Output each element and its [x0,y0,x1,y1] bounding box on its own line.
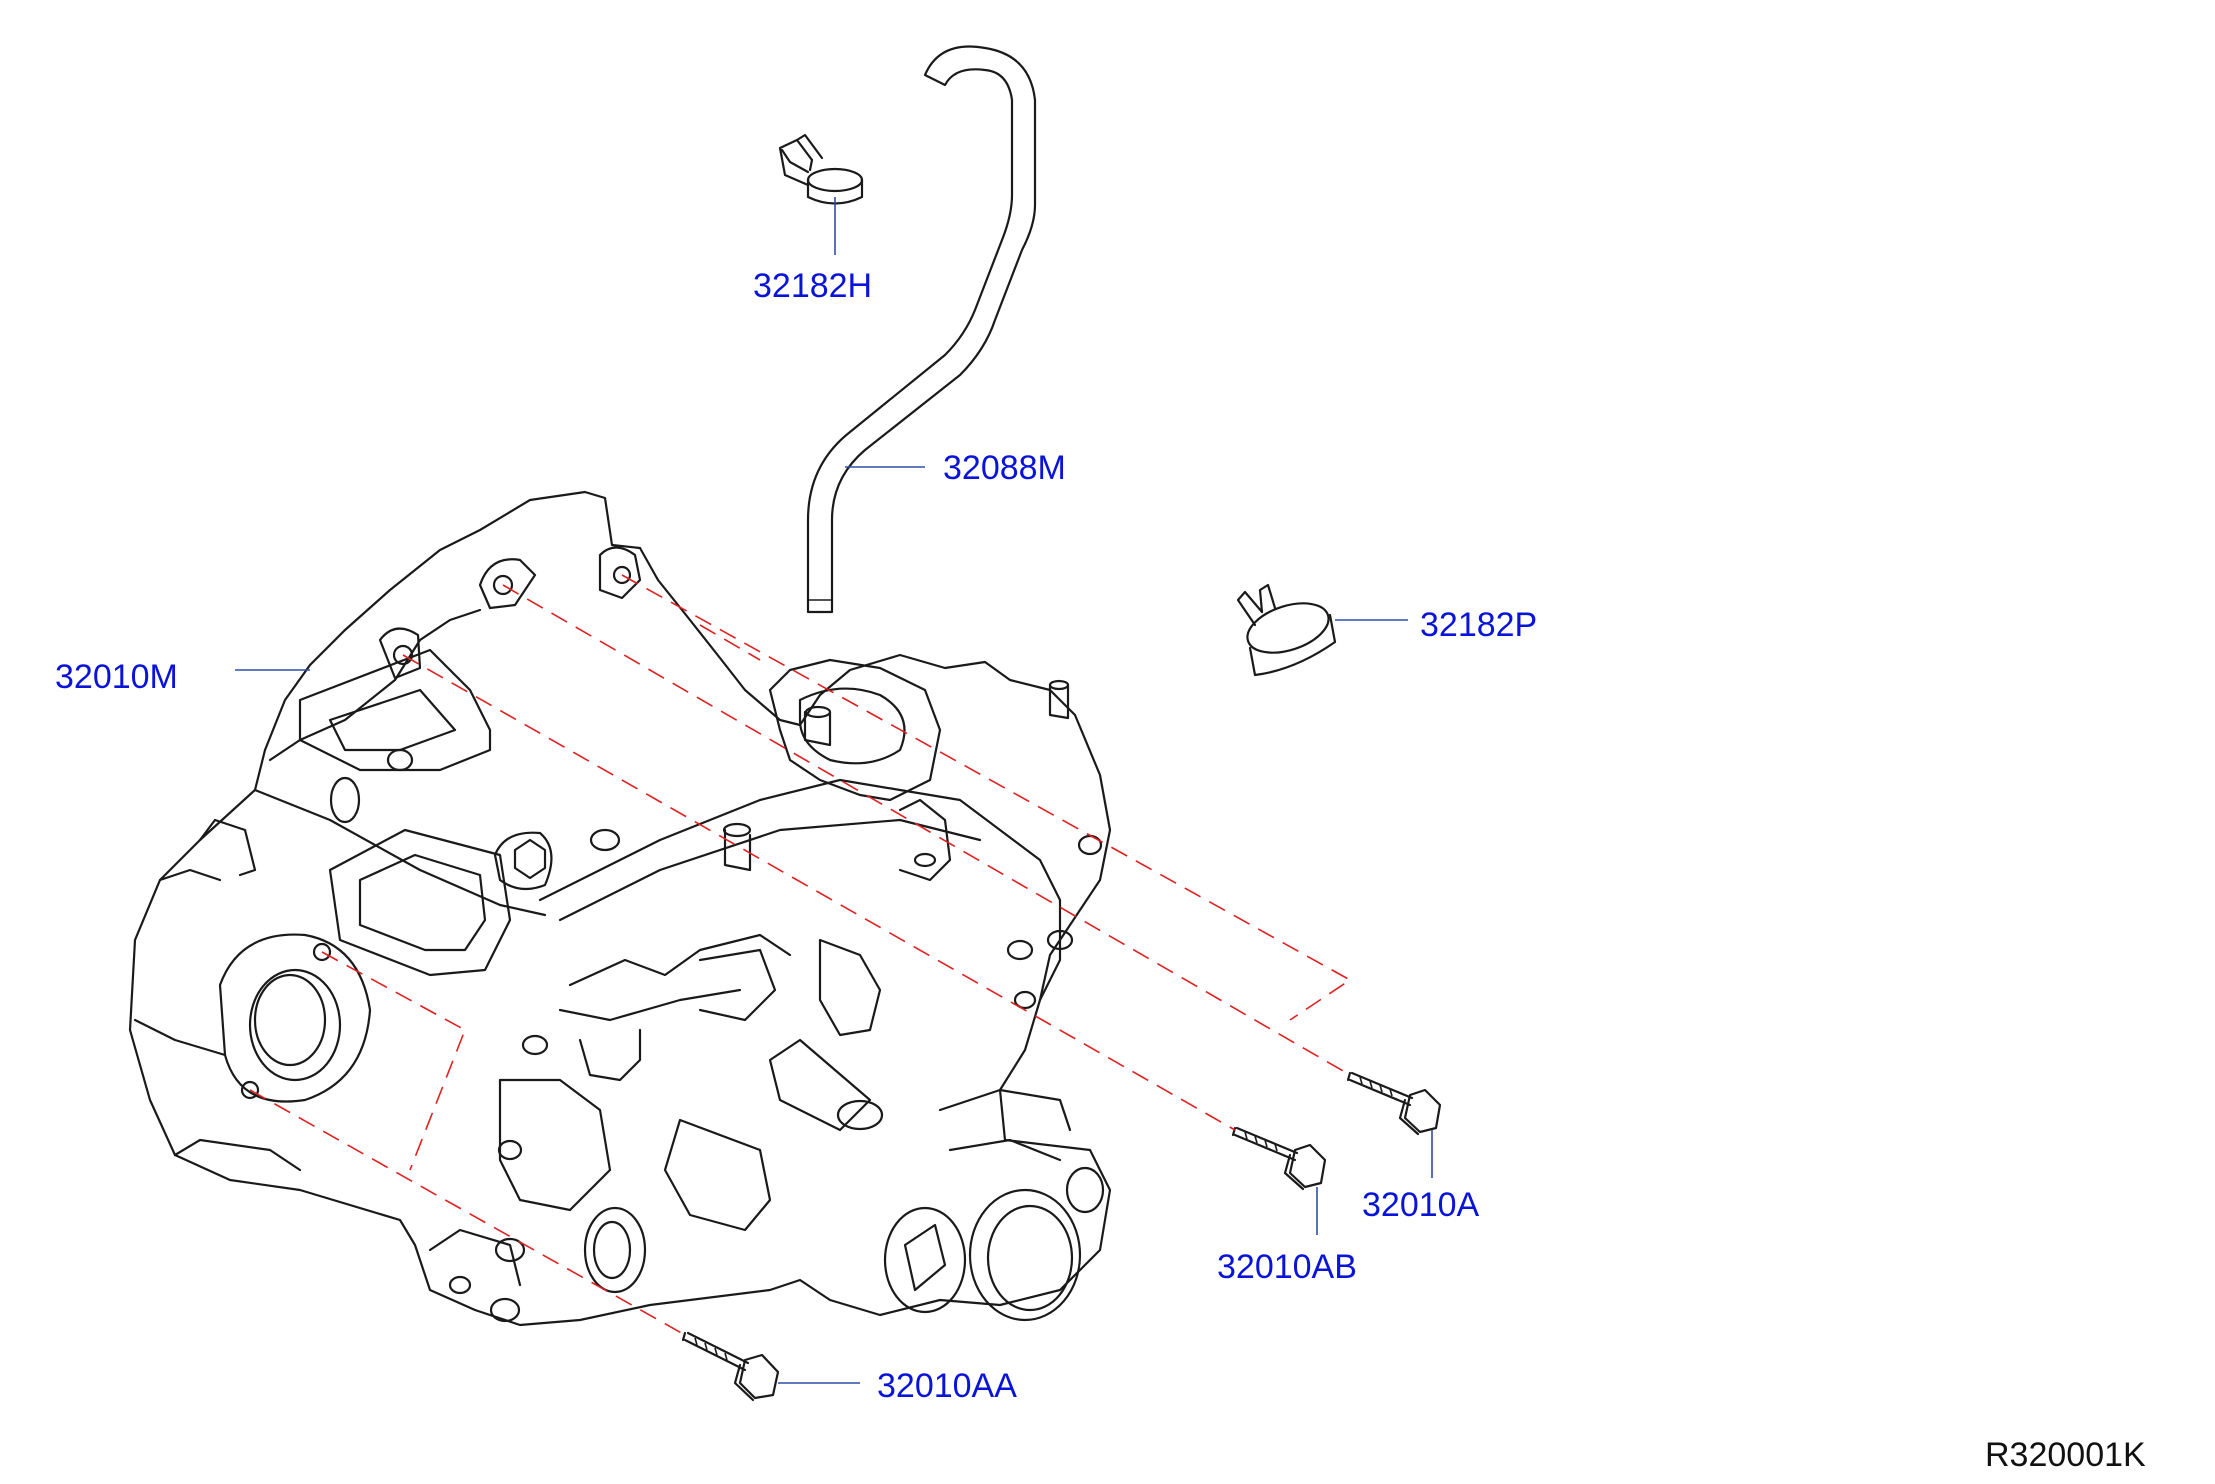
label-32182H[interactable]: 32182H [753,267,872,305]
label-32010AA[interactable]: 32010AA [877,1367,1017,1405]
bolt-ab[interactable] [1231,1126,1327,1191]
leader-lines [235,197,1433,1384]
label-32010AB[interactable]: 32010AB [1217,1248,1357,1286]
label-32010M[interactable]: 32010M [55,658,178,696]
alignment-lines [249,574,1352,1336]
bolt-a[interactable] [1346,1071,1442,1136]
clamp-top[interactable] [778,133,864,205]
clamp-right[interactable] [1236,583,1337,677]
bolt-aa[interactable] [681,1331,780,1402]
label-32088M[interactable]: 32088M [943,449,1066,487]
label-32182P[interactable]: 32182P [1420,606,1537,644]
diagram-reference: R320001K [1985,1436,2146,1474]
breather-hose[interactable] [806,45,1037,614]
label-32010A[interactable]: 32010A [1362,1186,1480,1224]
transaxle-case[interactable] [128,490,1112,1327]
